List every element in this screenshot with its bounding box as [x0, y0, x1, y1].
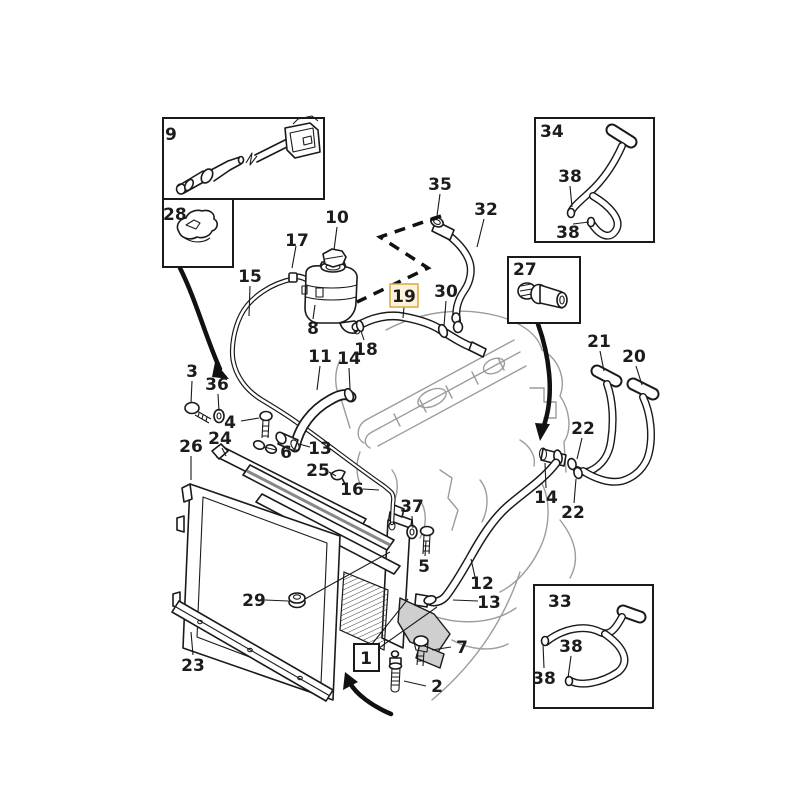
callout-17[interactable]: 17 [285, 231, 309, 251]
retaining-clip-drawing [176, 209, 218, 243]
callout-14-a[interactable]: 14 [337, 349, 361, 369]
callout-14-b[interactable]: 14 [534, 488, 558, 508]
callout-20[interactable]: 20 [622, 347, 646, 367]
callout-23[interactable]: 23 [181, 656, 205, 676]
fasteners [184, 401, 435, 693]
callout-21[interactable]: 21 [587, 332, 611, 352]
callout-5[interactable]: 5 [418, 557, 430, 577]
grommet [288, 592, 306, 609]
callout-1-box [353, 643, 380, 672]
engine-block-sketch [335, 310, 577, 701]
callout-11[interactable]: 11 [308, 347, 332, 367]
callout-labels: 9 28 10 17 15 35 32 34 38 38 27 19 30 8 … [163, 122, 646, 697]
callout-37[interactable]: 37 [400, 497, 424, 517]
callout-28[interactable]: 28 [163, 205, 187, 225]
radiator-core-fins [339, 571, 389, 651]
clamp-22-lower [573, 466, 583, 480]
callout-7[interactable]: 7 [456, 638, 468, 658]
callout-19-highlighted[interactable]: 19 [389, 283, 419, 308]
hose-assembly-34-drawing [566, 123, 638, 240]
callout-38-b[interactable]: 38 [556, 223, 580, 243]
callout-30[interactable]: 30 [434, 282, 458, 302]
callout-15[interactable]: 15 [238, 267, 262, 287]
hose-17-fitting [288, 272, 298, 283]
callout-12[interactable]: 12 [470, 574, 494, 594]
callout-38-a[interactable]: 38 [558, 167, 582, 187]
callout-19[interactable]: 19 [392, 287, 416, 307]
bolt-4 [259, 410, 273, 439]
callout-38-d[interactable]: 38 [532, 669, 556, 689]
callout-3[interactable]: 3 [186, 362, 198, 382]
callout-29[interactable]: 29 [242, 591, 266, 611]
clamp-14-upper [343, 387, 355, 403]
callout-2[interactable]: 2 [431, 677, 443, 697]
leader-lines [190, 185, 643, 687]
callout-36[interactable]: 36 [205, 375, 229, 395]
temperature-sensor-drawing [175, 115, 321, 195]
callout-13-a[interactable]: 13 [308, 439, 332, 459]
clamp-30 [437, 323, 449, 339]
drain-plug [388, 650, 403, 693]
nipple-fitting-drawing [517, 282, 568, 309]
hoses-and-tank [229, 216, 660, 608]
bolt-3 [184, 401, 212, 424]
inset-box-33 [533, 584, 654, 709]
callout-33[interactable]: 33 [548, 592, 572, 612]
expansion-tank-cap [322, 248, 347, 268]
callout-24[interactable]: 24 [208, 429, 232, 449]
callout-22-b[interactable]: 22 [561, 503, 585, 523]
callout-22-a[interactable]: 22 [571, 419, 595, 439]
callout-4[interactable]: 4 [224, 413, 236, 433]
callout-27[interactable]: 27 [513, 260, 537, 280]
callout-38-c[interactable]: 38 [559, 637, 583, 657]
clamp-22-upper [567, 457, 577, 471]
callout-35[interactable]: 35 [428, 175, 452, 195]
callout-6[interactable]: 6 [280, 443, 292, 463]
bolt-7 [413, 635, 429, 667]
callout-9[interactable]: 9 [165, 125, 177, 145]
washer-37 [406, 524, 418, 540]
bleed-pipe-end [388, 521, 396, 531]
callout-26[interactable]: 26 [179, 437, 203, 457]
callout-34[interactable]: 34 [540, 122, 564, 142]
locator-arrows [177, 265, 553, 717]
callout-16[interactable]: 16 [340, 480, 364, 500]
clip-25 [330, 469, 346, 485]
callout-8[interactable]: 8 [307, 319, 319, 339]
hose-end-13-lower [423, 595, 437, 605]
callout-10[interactable]: 10 [325, 208, 349, 228]
hose-end-13 [275, 431, 300, 452]
callout-18[interactable]: 18 [354, 340, 378, 360]
hose-assembly-33-drawing [540, 604, 647, 688]
callout-1[interactable]: 1 [360, 649, 372, 669]
callout-13-b[interactable]: 13 [477, 593, 501, 613]
washer-36 [213, 408, 225, 424]
radiator-drawing [171, 423, 451, 702]
callout-25[interactable]: 25 [306, 461, 330, 481]
callout-32[interactable]: 32 [474, 200, 498, 220]
bolt-5 [419, 525, 435, 555]
inset-boxes [162, 115, 655, 709]
